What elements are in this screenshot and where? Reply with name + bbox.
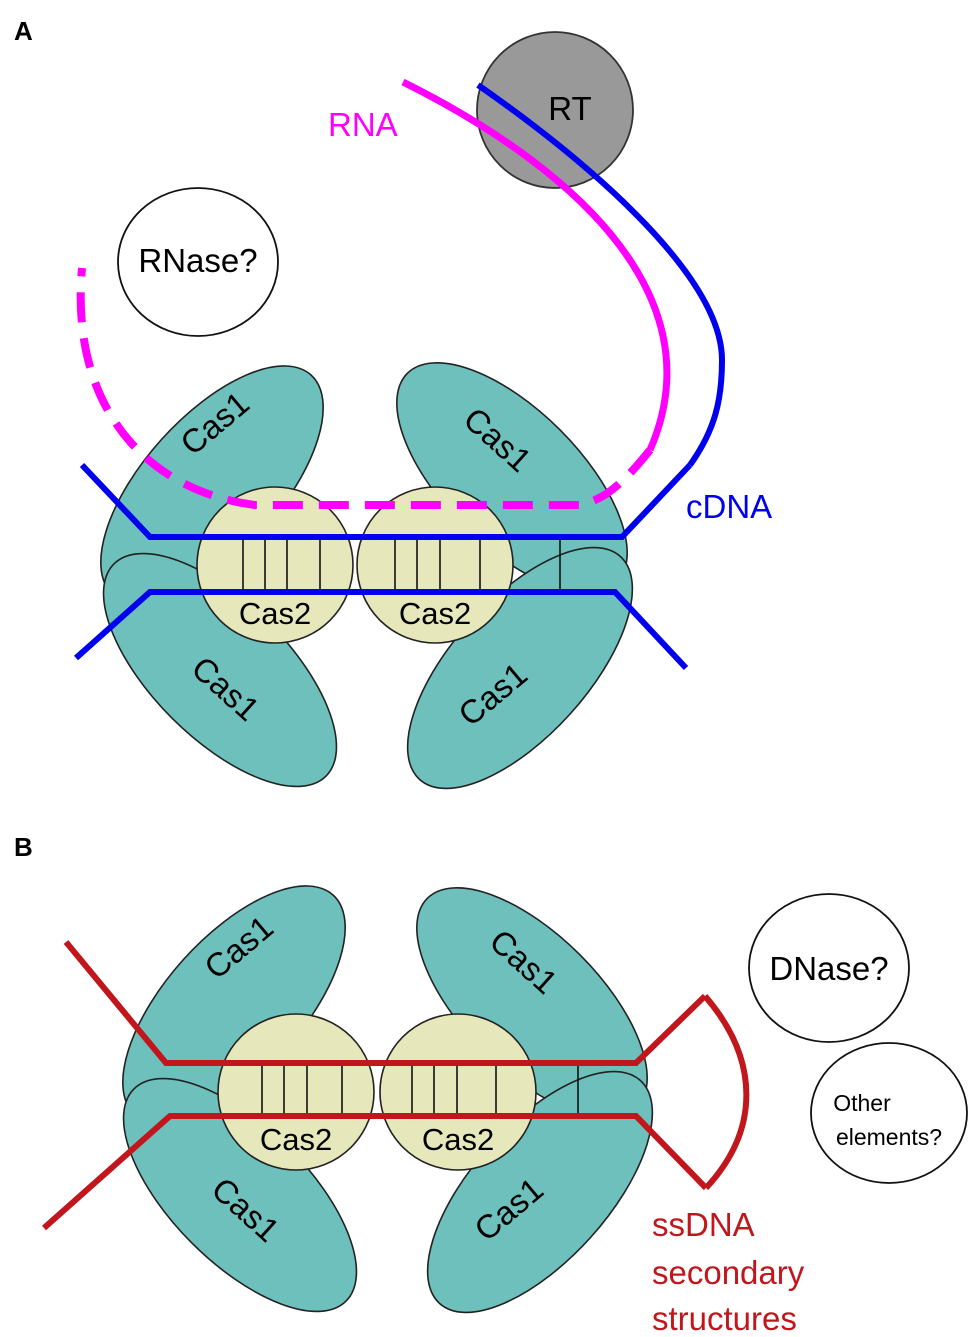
cas2-right bbox=[356, 486, 514, 644]
base-pair-rungs-b bbox=[261, 1063, 579, 1115]
ssdna-loop bbox=[702, 994, 750, 1191]
ssdna-label-line2: secondary bbox=[652, 1254, 805, 1291]
panel-a-letter: A bbox=[14, 16, 33, 46]
rnase-bubble bbox=[117, 187, 279, 337]
panel-b: B DNase? Other elements? bbox=[14, 832, 968, 1337]
panel-b-letter: B bbox=[14, 832, 33, 862]
dnase-label: DNase? bbox=[769, 950, 888, 987]
cas2-left-b bbox=[217, 1013, 375, 1171]
cas2-label-right-b: Cas2 bbox=[422, 1122, 494, 1157]
cdna-label: cDNA bbox=[686, 488, 772, 525]
rnase-label: RNase? bbox=[138, 242, 257, 279]
cas2-label-left: Cas2 bbox=[239, 596, 311, 631]
other-elements-label-line1: Other bbox=[833, 1090, 891, 1116]
rt-label: RT bbox=[548, 90, 591, 127]
ssdna-label-line1: ssDNA bbox=[652, 1206, 755, 1243]
other-elements-bubble bbox=[810, 1042, 968, 1184]
panel-a: A RNase? bbox=[14, 16, 772, 790]
ssdna-label-line3: structures bbox=[652, 1300, 797, 1337]
cdna-strand bbox=[476, 82, 726, 467]
base-pair-rungs-a bbox=[242, 537, 561, 590]
dna-top-strand bbox=[79, 462, 693, 540]
rna-label: RNA bbox=[328, 106, 398, 143]
cas2-left bbox=[196, 486, 354, 644]
dna-bottom-strand-b bbox=[42, 1113, 709, 1231]
dnase-bubble bbox=[748, 893, 910, 1043]
dna-top-strand-b bbox=[63, 940, 708, 1066]
cas2-right-b bbox=[379, 1013, 537, 1171]
cas2-label-right: Cas2 bbox=[399, 596, 471, 631]
rna-strand-dashed bbox=[76, 267, 654, 509]
other-elements-label-line2: elements? bbox=[836, 1124, 942, 1150]
dna-bottom-strand bbox=[74, 589, 689, 671]
rna-strand-solid bbox=[401, 78, 671, 452]
cas2-label-left-b: Cas2 bbox=[260, 1122, 332, 1157]
